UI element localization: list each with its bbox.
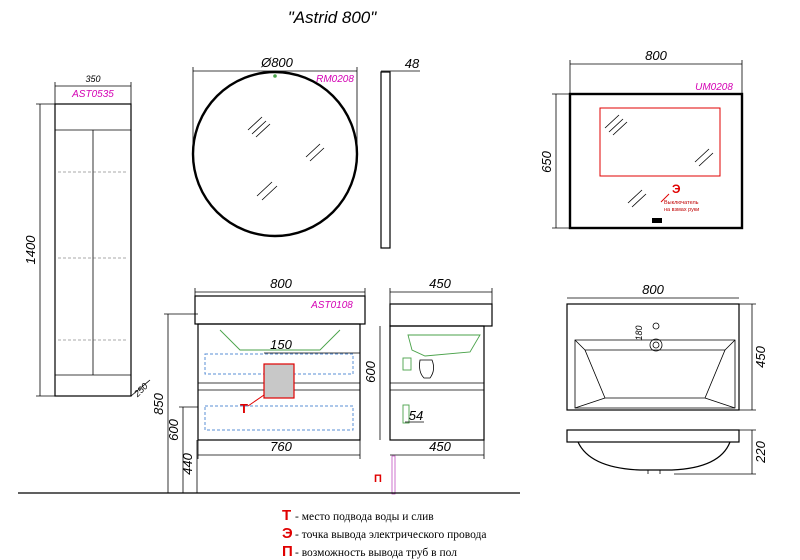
- electric-pointer: [660, 193, 670, 203]
- sink-bowl: [584, 349, 726, 399]
- faucet-hole: [652, 322, 660, 330]
- side-basin: [407, 334, 481, 357]
- round-mirror-view: Ø800 RM0208 48: [191, 55, 420, 249]
- rect-mirror: [568, 92, 744, 230]
- cabinet-floor-600-label: 600: [166, 418, 181, 440]
- pencil-code: AST0535: [71, 89, 114, 100]
- sink-depth-label: 450: [753, 345, 768, 367]
- water-pointer: [247, 394, 265, 407]
- side-small-label: 54: [409, 408, 423, 423]
- mirror-top-dot: [273, 74, 277, 78]
- floor-marker: П: [374, 473, 382, 485]
- floor-pipe: [391, 455, 396, 495]
- sink-width-label: 800: [642, 282, 664, 297]
- legend-text-electric: - точка вывода электрического провода: [295, 529, 487, 541]
- side-top: [389, 303, 493, 327]
- legend-text-water: - место подвода воды и слив: [295, 511, 434, 523]
- pencil-depth-label: 250: [131, 381, 149, 399]
- legend-key-water: Т: [282, 507, 291, 524]
- cabinet-width-label: 800: [270, 276, 292, 291]
- basin-outline: [219, 329, 341, 351]
- legend-text-floor: - возможность вывода труб в пол: [295, 547, 457, 559]
- water-marker: Т: [240, 401, 248, 416]
- pencil-case-view: 350 AST0535 1400 250: [23, 74, 151, 399]
- cabinet-inner-width-label: 760: [270, 439, 292, 454]
- water-connection-zone: [263, 363, 295, 399]
- mirror-depth-label: 48: [405, 56, 420, 71]
- electric-marker: Э: [672, 182, 681, 196]
- switch-label-line2: на взмах руки: [664, 207, 699, 213]
- round-mirror-side: [380, 71, 391, 249]
- sink-drain-inner: [652, 341, 660, 349]
- sink-side-bowl: [577, 441, 731, 471]
- rect-mirror-width-label: 800: [645, 48, 667, 63]
- pencil-height-label: 1400: [23, 235, 38, 265]
- cabinet-floor-440-label: 440: [180, 452, 195, 474]
- legend-key-electric: Э: [282, 525, 293, 542]
- drawer-inner-bottom: [204, 405, 354, 431]
- rect-mirror-view: 800 UM0208 650 Э Выключатель на взмах ру…: [539, 48, 744, 230]
- sink-bowl-corners: [574, 339, 736, 409]
- rect-mirror-code: UM0208: [695, 82, 733, 93]
- sink-side-top: [566, 429, 740, 443]
- cabinet-total-height-label: 850: [151, 392, 166, 414]
- siphon: [419, 359, 434, 379]
- rect-mirror-height-label: 650: [539, 150, 554, 172]
- sink-drain: [649, 338, 663, 352]
- drawing-title: "Astrid 800": [288, 8, 378, 27]
- sink-height-label: 220: [753, 440, 768, 463]
- hand-sensor-switch: [652, 218, 662, 223]
- sink-top-view: 180 800 450: [566, 282, 768, 411]
- side-depth-top-label: 450: [429, 276, 451, 291]
- cabinet-side-view: П 450 600 54 450: [363, 276, 493, 495]
- legend-key-floor: П: [282, 543, 293, 560]
- led-panel: [599, 107, 721, 177]
- mirror-reflection-marks: [247, 116, 325, 201]
- side-fitting: [402, 357, 412, 371]
- side-fitting-lower: [402, 404, 410, 424]
- sink-side-view: 220: [566, 429, 768, 475]
- sink-hole-label: 180: [634, 325, 644, 340]
- switch-label-line1: Выключатель: [664, 200, 699, 206]
- dim-line: [130, 379, 151, 397]
- cabinet-front-view: Т 800 AST0108 150 760 850 600 440: [151, 276, 366, 493]
- pencil-width-label: 350: [85, 74, 100, 84]
- sink-outline: [566, 303, 740, 411]
- rect-mirror-reflection-marks: [604, 114, 714, 208]
- side-depth-bottom-label: 450: [429, 439, 451, 454]
- legend: Т - место подвода воды и слив Э - точка …: [282, 507, 487, 560]
- round-mirror-code: RM0208: [316, 74, 354, 85]
- side-height-label: 600: [363, 360, 378, 382]
- round-mirror: [191, 70, 359, 238]
- pencil-case-body: [54, 103, 132, 397]
- cabinet-offset-label: 150: [270, 337, 292, 352]
- mirror-diameter-label: Ø800: [260, 55, 294, 70]
- cabinet-body: [197, 323, 361, 441]
- cabinet-code: AST0108: [310, 300, 353, 311]
